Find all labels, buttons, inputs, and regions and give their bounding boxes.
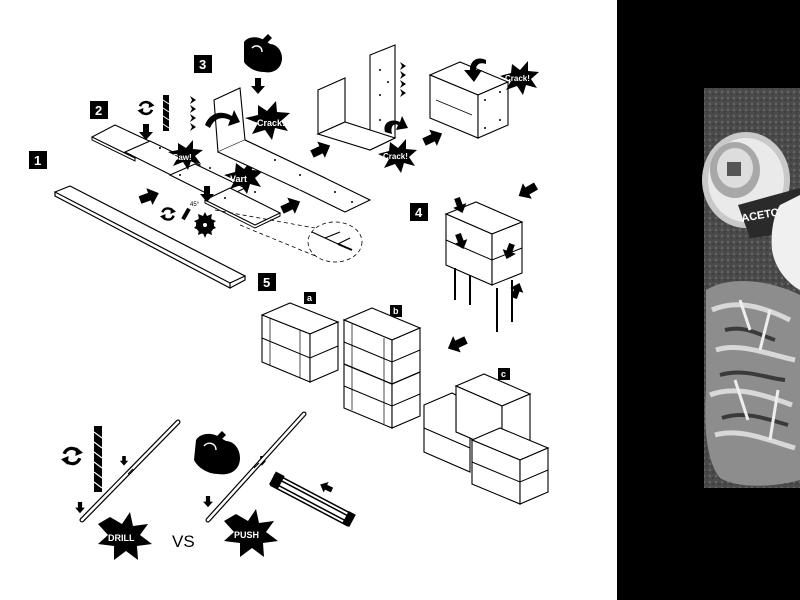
crack-burst-top-text: Crack! [257,118,285,128]
strong-arm-icon [244,34,282,73]
curved-arrow-icon [464,58,486,82]
strong-arm-icon [194,431,240,475]
arrow-down-icon [119,456,129,466]
step-5-number: 5 [263,275,270,290]
arrow-up-icon [507,280,527,301]
step-3-badge [194,55,212,73]
arrow-right-icon [278,193,304,219]
step-2: 2 Saw! Vart [90,95,363,263]
vart-burst: Vart [224,160,263,194]
crack-burst-middle-text: Crack! [383,152,408,161]
step-5-badge [258,273,276,291]
step-5: 5 a b c [258,273,550,505]
arrow-down-icon [203,496,213,508]
arrow-down-left-icon [317,479,335,496]
cut-board-pieces [90,124,282,229]
drill-method: DRILL [59,419,181,560]
crack-burst-top: Crack! [245,101,290,140]
acetone-can-image: ACETO [702,132,800,238]
arrow-right-icon [136,184,162,209]
angle-label: 45° [190,202,200,208]
plate-image [771,195,800,290]
variant-c-badge [498,368,510,380]
variant-b-label: b [393,306,399,316]
variant-b-badge [390,305,402,317]
rotate-icon [158,206,178,222]
step-1: 1 45° [29,151,247,289]
push-method: PUSH [194,411,356,557]
step-1-badge [29,151,47,169]
curved-arrow-icon [384,116,408,134]
long-board [53,185,247,289]
assembled-box [428,61,510,139]
vart-burst-text: Vart [230,174,247,184]
rotate-icon [136,99,156,117]
panel-frame-l [213,87,372,213]
step-3-number: 3 [199,57,206,72]
arrow-down-icon [251,78,265,94]
shelf-variant-a: a [260,292,340,383]
drill-bit-icon [181,207,191,221]
crack-burst-box-text: Crack! [505,74,530,83]
step-4-number: 4 [415,205,423,220]
drill-bit-icon [93,426,103,492]
saw-burst: Saw! [168,140,203,170]
chevron-arrows-icon [190,96,196,131]
variant-a-badge [304,292,316,304]
saw-burst-text: Saw! [173,153,192,162]
push-burst: PUSH [224,509,278,557]
step-2-number: 2 [95,103,102,118]
chevron-arrows-icon [400,62,406,97]
dowel-rod [205,411,307,523]
saw-blade-icon [194,212,216,238]
u-frame [316,44,397,151]
crack-burst-box: Crack! [500,61,539,95]
step-2-badge [90,101,108,119]
drill-burst-text: DRILL [108,533,135,543]
photo-panel: ACETO [617,0,800,600]
push-burst-text: PUSH [234,530,259,540]
step-3: 3 Crack! [194,34,539,213]
drill-burst: DRILL [98,512,152,560]
variant-a-label: a [307,293,313,303]
shelf-variant-c: c [423,368,550,505]
rag-image [705,280,800,486]
arrow-right-icon [420,125,446,151]
step-4-badge [410,203,428,221]
step-1-number: 1 [34,153,41,168]
step-4: 4 [410,178,541,357]
drill-bit-icon [162,95,170,131]
crack-burst-middle: Crack! [378,139,417,173]
dowel-rod [79,419,181,523]
variant-c-label: c [501,369,506,379]
versus-label: VS [172,532,195,551]
arrow-down-left-icon [514,178,541,204]
arrow-down-icon [75,502,85,514]
curved-arrow-icon [205,110,240,128]
joint-detail-callout [214,209,363,263]
shelf-variant-b: b [342,305,422,429]
two-tier-box [444,201,524,332]
arrow-right-icon [308,137,334,163]
rotate-icon [59,445,85,467]
clamp-tool-icon [269,471,356,528]
arrow-down-left-icon [444,331,470,357]
